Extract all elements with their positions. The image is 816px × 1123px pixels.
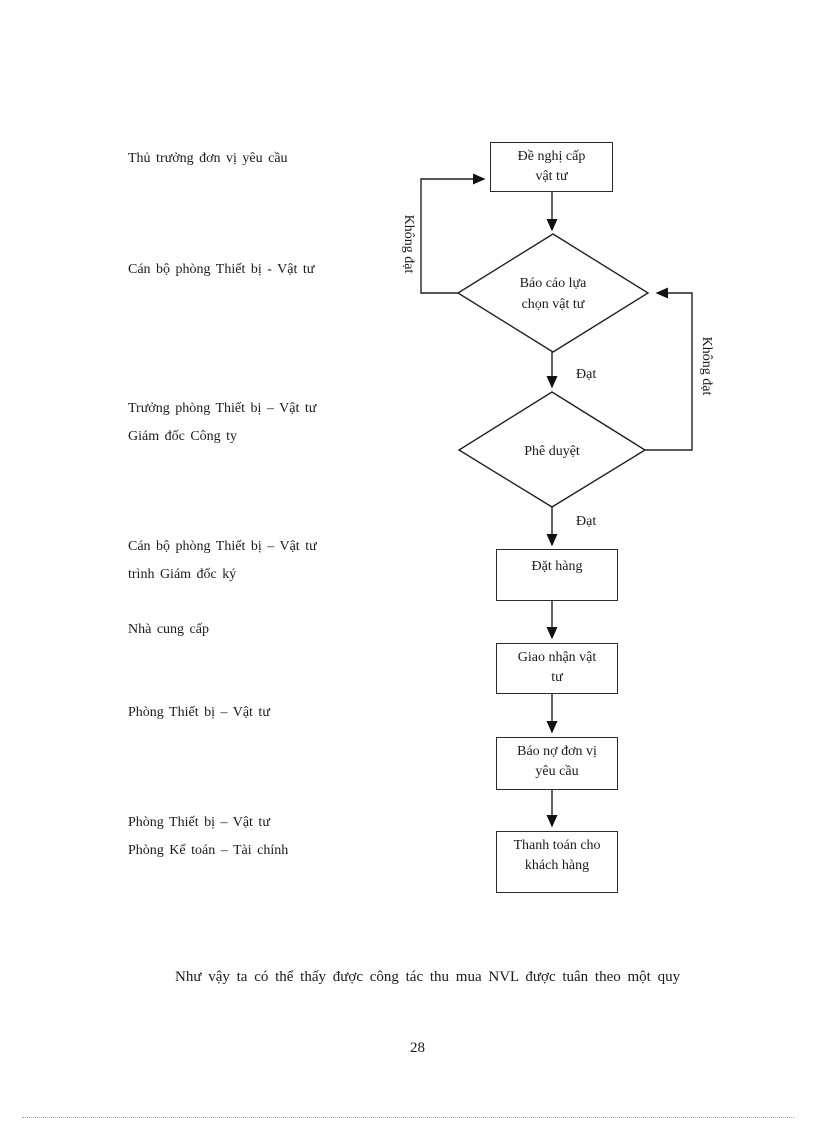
actor-line: Phòng Thiết bị – Vật tư: [128, 815, 270, 830]
actor-line: Giám đốc Công ty: [128, 429, 238, 444]
actor-label-row-6: Phòng Thiết bị – Vật tư: [128, 699, 270, 727]
feedback-right-not-pass-line: [645, 287, 693, 451]
node-text-line: Đặt hàng: [531, 559, 583, 574]
actor-line: Thủ trưởng đơn vị yêu cầu: [128, 151, 288, 166]
node-text-line: Phê duyệt: [524, 444, 580, 459]
node-text-line: khách hàng: [524, 858, 590, 873]
node-text-line: Đề nghị cấp: [517, 149, 586, 164]
feedback-left-not-pass-line: [420, 173, 486, 294]
node-debt-box: Báo nợ đơn vị yêu cầu: [496, 737, 618, 790]
footer-divider: [22, 1117, 794, 1118]
node-payment-box: Thanh toán cho khách hàng: [496, 831, 618, 893]
actor-line: Trưởng phòng Thiết bị – Vật tư: [128, 401, 317, 416]
node-report-diamond: [456, 233, 650, 353]
actor-line: trình Giám đốc ký: [128, 567, 237, 582]
actor-label-row-7: Phòng Thiết bị – Vật tư Phòng Kế toán – …: [128, 809, 288, 865]
actor-label-row-4: Cán bộ phòng Thiết bị – Vật tư trình Giá…: [128, 533, 317, 589]
node-text-line: Báo cáo lựa: [519, 276, 587, 291]
node-receive-box: Giao nhận vật tư: [496, 643, 618, 694]
node-report-label: Báo cáo lựa chọn vật tư: [478, 273, 628, 315]
actor-label-row-5: Nhà cung cấp: [128, 616, 209, 644]
actor-line: Cán bộ phòng Thiết bị – Vật tư: [128, 539, 317, 554]
actor-line: Phòng Thiết bị – Vật tư: [128, 705, 270, 720]
node-text-line: yêu cầu: [535, 764, 579, 779]
page-number: 28: [410, 1040, 425, 1056]
actor-line: Nhà cung cấp: [128, 622, 209, 637]
edge-label-dat-2: Đạt: [576, 514, 597, 529]
node-approve-label: Phê duyệt: [477, 441, 627, 462]
edge-label-khong-dat-left: Không đạt: [401, 214, 416, 274]
node-text-line: Giao nhận vật: [517, 650, 597, 665]
node-text-line: chọn vật tư: [521, 297, 585, 312]
actor-label-row-2: Cán bộ phòng Thiết bị - Vật tư: [128, 256, 314, 284]
node-text-line: tư: [551, 670, 563, 685]
node-text-line: Thanh toán cho: [513, 838, 601, 853]
actor-label-row-1: Thủ trưởng đơn vị yêu cầu: [128, 145, 288, 173]
node-order-box: Đặt hàng: [496, 549, 618, 601]
body-paragraph: Như vậy ta có thể thấy được công tác thu…: [175, 969, 681, 985]
edge-label-khong-dat-right: Không đạt: [699, 336, 714, 396]
actor-label-row-3: Trưởng phòng Thiết bị – Vật tư Giám đốc …: [128, 395, 316, 451]
node-request-box: Đề nghị cấp vật tư: [490, 142, 613, 192]
actor-line: Phòng Kế toán – Tài chính: [128, 843, 289, 858]
edge-label-dat-1: Đạt: [576, 367, 597, 382]
node-text-line: Báo nợ đơn vị: [517, 744, 597, 759]
actor-line: Cán bộ phòng Thiết bị - Vật tư: [128, 262, 315, 277]
node-text-line: vật tư: [535, 169, 568, 184]
